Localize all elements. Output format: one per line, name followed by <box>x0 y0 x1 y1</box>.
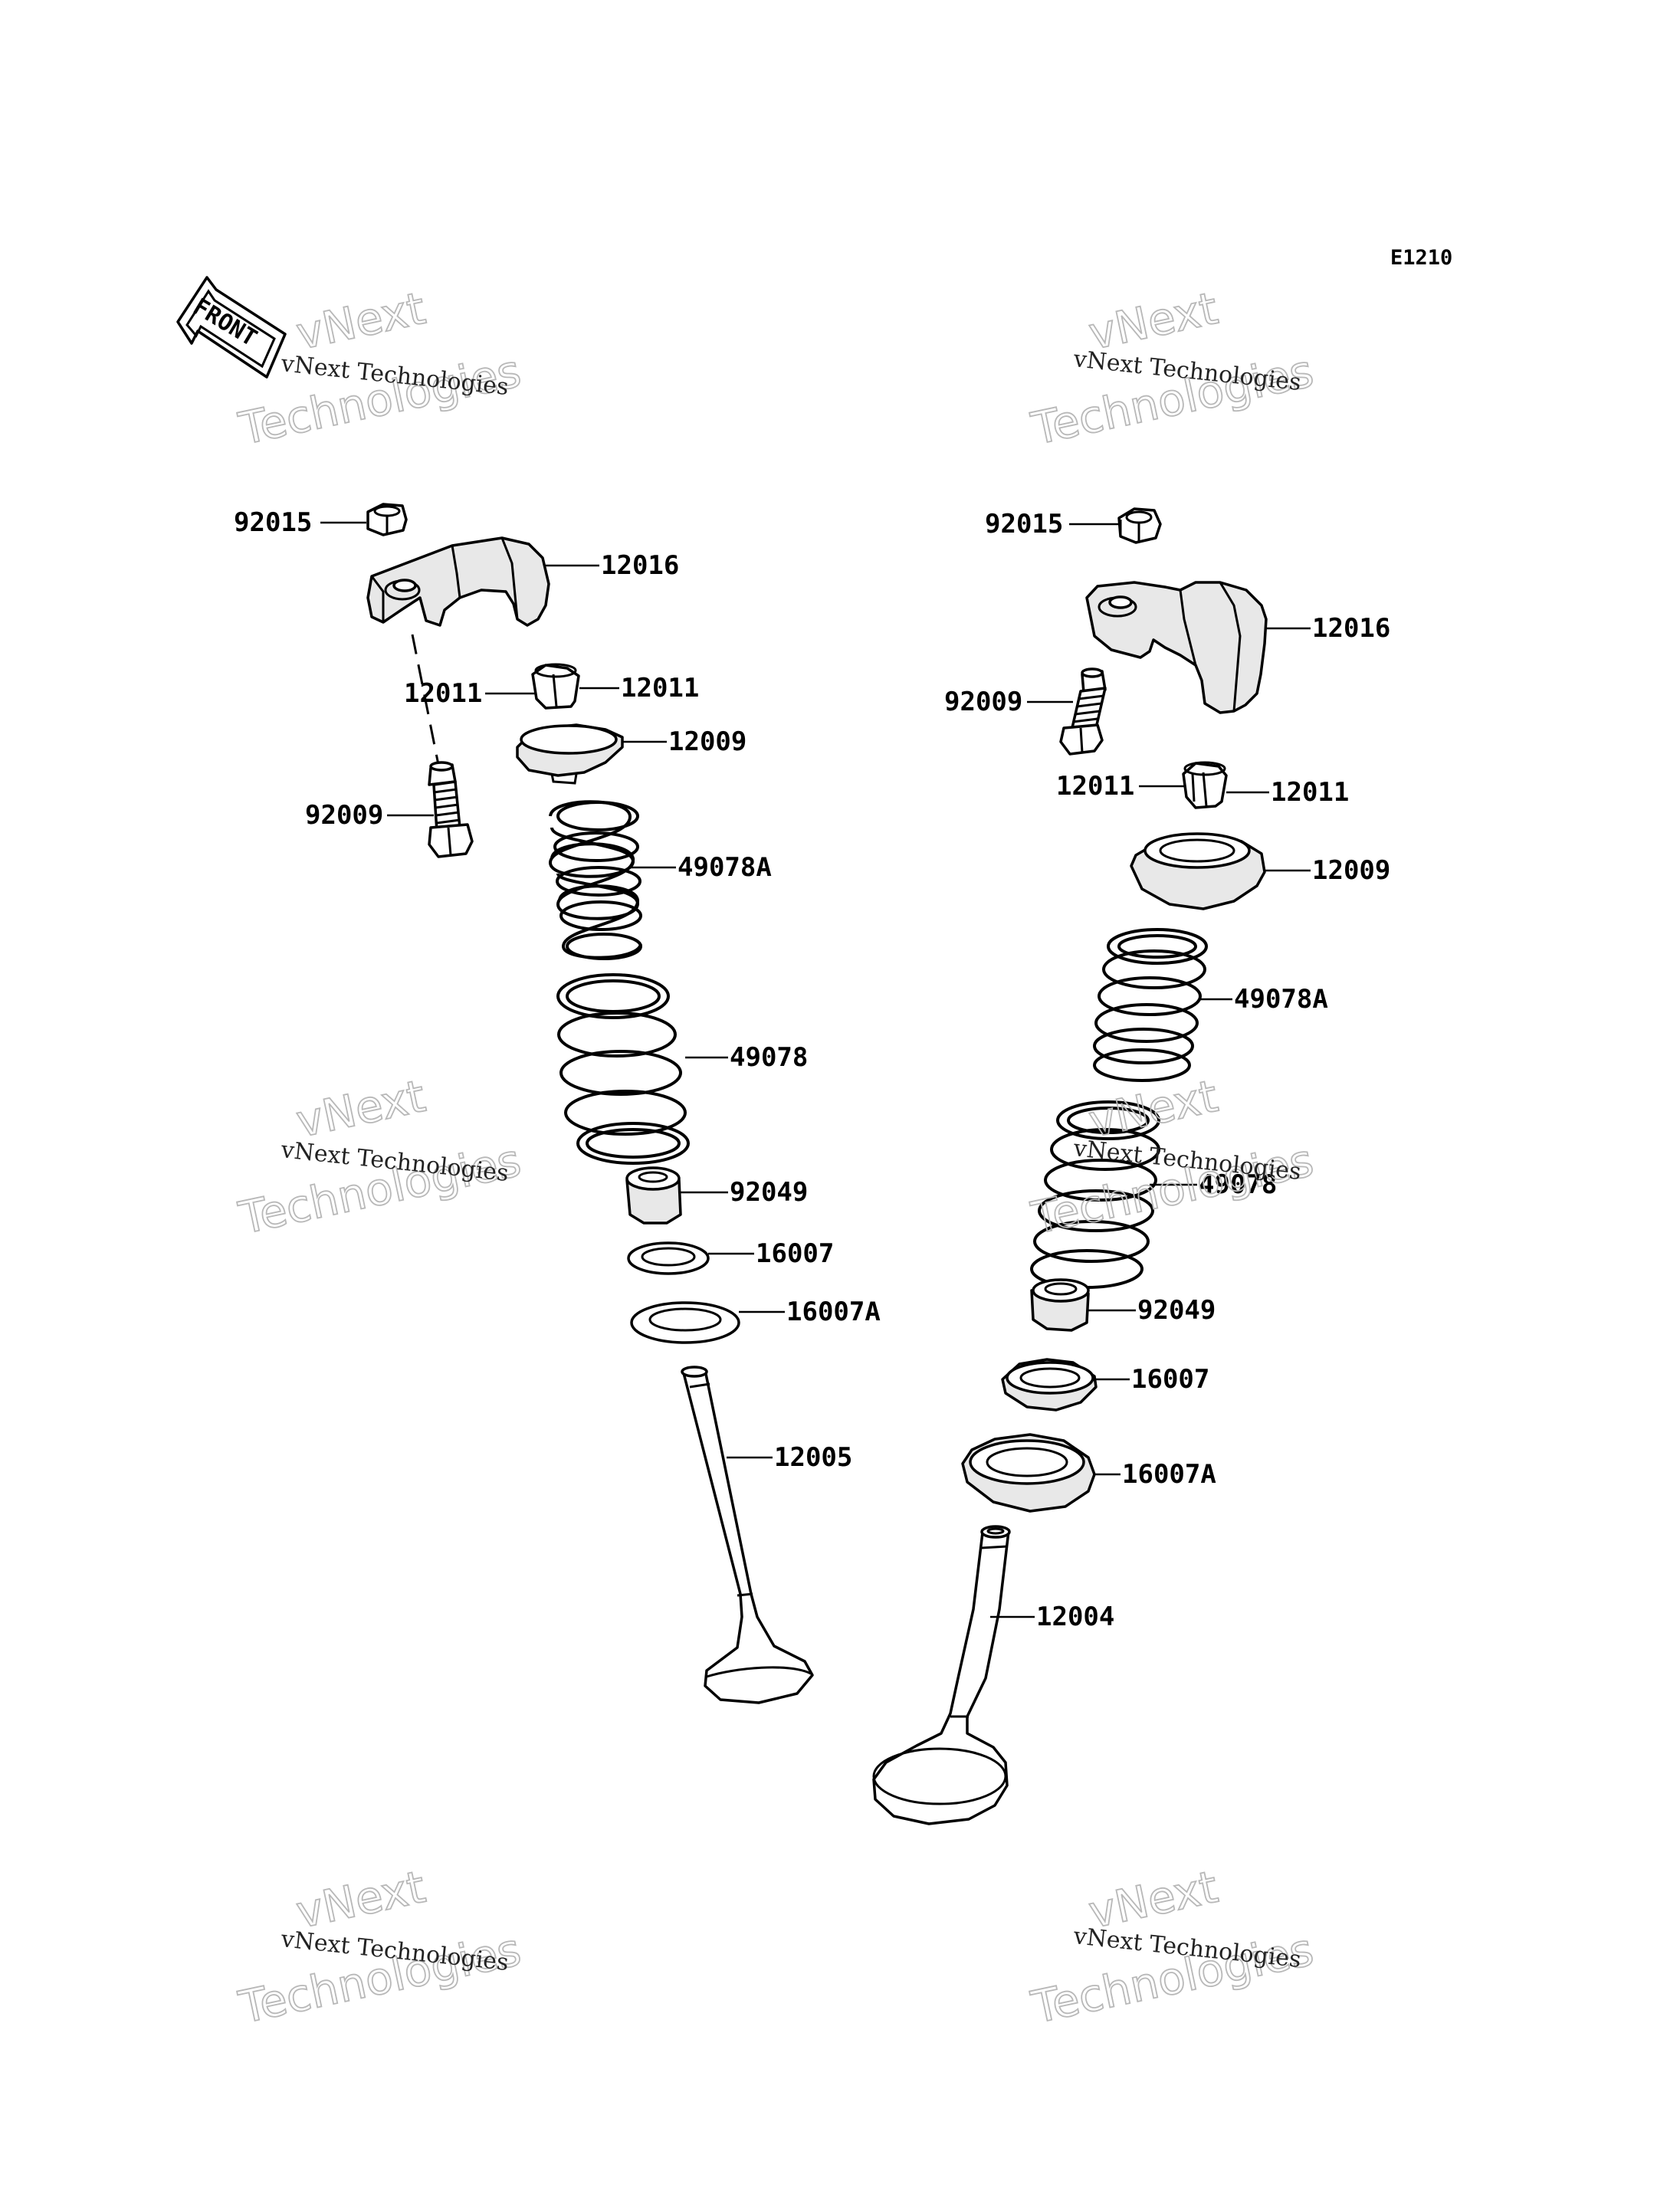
left-nut-part <box>366 503 408 536</box>
left-label-seat-a: 16007A <box>786 1297 881 1327</box>
right-seat-a-part <box>961 1433 1096 1513</box>
watermark-middle-right: vNext Technologies vNext Technologies <box>1026 1069 1318 1245</box>
right-label-valve: 12004 <box>1036 1602 1114 1632</box>
right-valve-part <box>872 1525 1011 1825</box>
left-label-nut: 92015 <box>234 507 312 538</box>
watermark-top-right: vNext Technologies vNext Technologies <box>1026 281 1318 456</box>
right-label-nut: 92015 <box>985 509 1063 539</box>
right-valve-assembly: 92015 12016 92009 <box>872 507 1390 1825</box>
left-label-valve: 12005 <box>774 1442 852 1473</box>
left-seat-part <box>627 1241 710 1275</box>
left-label-cotter-b: 12011 <box>621 673 699 703</box>
right-label-inner-spring: 49078A <box>1234 984 1328 1015</box>
front-arrow-icon: FRONT <box>176 276 287 379</box>
right-adjust-screw-part <box>1059 667 1107 756</box>
left-label-rocker-arm: 12016 <box>601 550 679 581</box>
svg-text:vNext: vNext <box>292 282 430 360</box>
svg-text:vNext: vNext <box>292 1070 430 1148</box>
right-label-adjust-screw: 92009 <box>944 687 1022 717</box>
right-outer-spring-part <box>1030 1100 1160 1289</box>
right-rocker-arm-part <box>1085 581 1268 714</box>
right-label-seat-a: 16007A <box>1122 1459 1216 1490</box>
right-label-stem-seal: 92049 <box>1137 1295 1216 1326</box>
left-label-cotter-a: 12011 <box>404 678 482 709</box>
right-stem-seal-part <box>1030 1278 1090 1332</box>
left-label-adjust-screw: 92009 <box>305 800 383 831</box>
left-cotter-part <box>531 663 580 710</box>
right-label-cotter-a: 12011 <box>1056 771 1134 802</box>
svg-text:vNext: vNext <box>1084 1070 1222 1148</box>
left-outer-spring-part <box>556 973 690 1165</box>
left-label-retainer: 12009 <box>668 726 746 757</box>
right-label-cotter-b: 12011 <box>1271 777 1349 808</box>
right-seat-part <box>1001 1358 1098 1412</box>
left-label-seat: 16007 <box>756 1238 834 1269</box>
right-label-outer-spring: 49078 <box>1199 1169 1277 1200</box>
left-stem-seal-part <box>625 1166 682 1225</box>
left-retainer-part <box>516 723 624 785</box>
right-cotter-part <box>1182 761 1228 809</box>
left-inner-spring-part <box>549 800 642 960</box>
left-label-stem-seal: 92049 <box>730 1177 808 1208</box>
right-label-retainer: 12009 <box>1312 855 1390 886</box>
left-valve-part <box>681 1366 814 1704</box>
left-label-inner-spring: 49078A <box>678 852 772 883</box>
watermark-bottom-right: vNext Technologies vNext Technologies <box>1026 1860 1318 2035</box>
watermark-middle-left: vNext Technologies vNext Technologies <box>234 1069 526 1245</box>
right-label-seat: 16007 <box>1131 1364 1209 1395</box>
left-valve-assembly: 92015 12016 12011 12011 <box>234 503 881 1704</box>
diagram-code: E1210 <box>1390 246 1452 270</box>
left-adjust-screw-part <box>428 761 474 858</box>
watermark-bottom-left: vNext Technologies vNext Technologies <box>234 1860 526 2035</box>
right-label-rocker-arm: 12016 <box>1312 613 1390 644</box>
right-inner-spring-part <box>1093 928 1208 1082</box>
left-label-outer-spring: 49078 <box>730 1042 808 1073</box>
right-nut-part <box>1117 507 1162 544</box>
right-retainer-part <box>1130 832 1266 910</box>
left-rocker-arm-part <box>366 536 550 627</box>
left-seat-a-part <box>630 1301 740 1344</box>
watermark-top-left: vNext Technologies vNext Technologies <box>234 281 526 456</box>
svg-text:vNext: vNext <box>292 1861 430 1939</box>
